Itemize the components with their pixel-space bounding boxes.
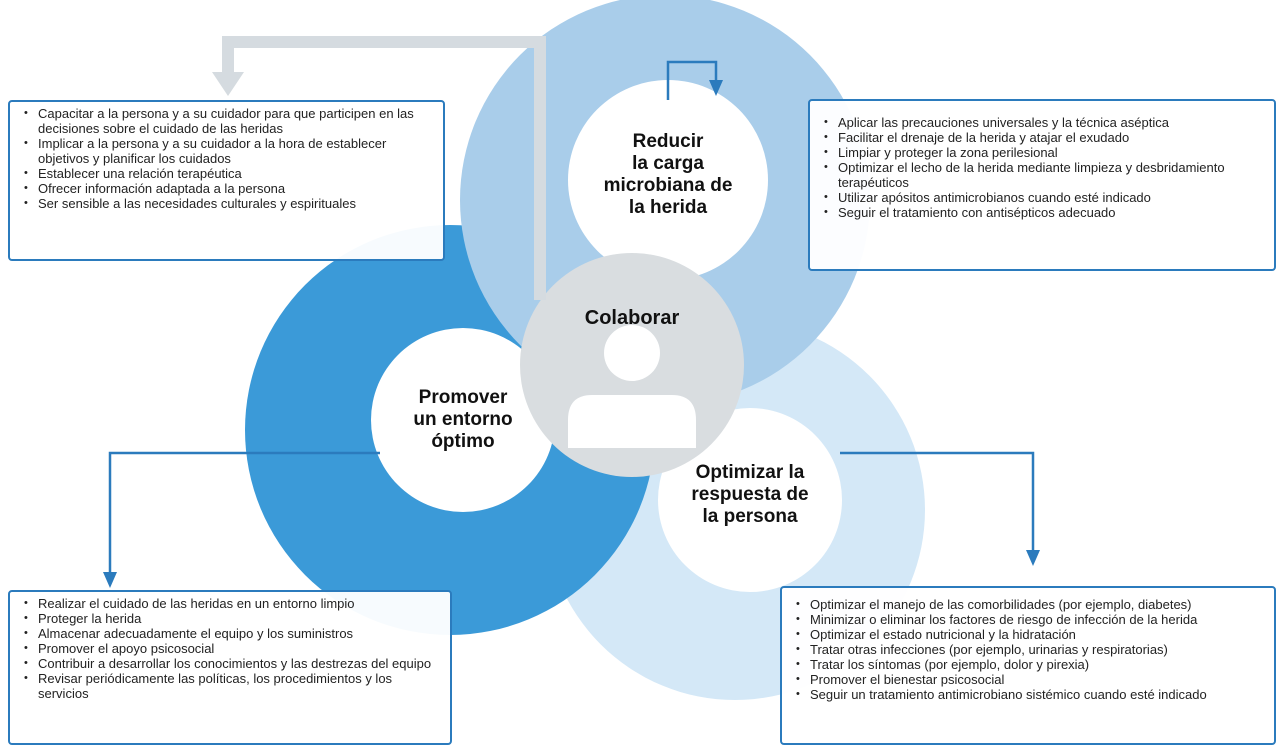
colaborar-action-list: Capacitar a la persona y a su cuidador p… [24, 106, 437, 211]
box-reducir-actions: Aplicar las precauciones universales y l… [808, 99, 1276, 271]
reducir-label-line: Reducir [632, 131, 704, 152]
promover-action-list: Realizar el cuidado de las heridas en un… [24, 596, 444, 701]
list-item: Facilitar el drenaje de la herida y ataj… [824, 130, 1268, 145]
optimizar-action-list: Optimizar el manejo de las comorbilidade… [796, 597, 1268, 702]
optimizar-inner-circle [658, 408, 842, 592]
promover-label: Promover un entorno óptimo [373, 387, 553, 453]
reducir-action-list: Aplicar las precauciones universales y l… [824, 115, 1268, 220]
list-item: Proteger la herida [24, 611, 444, 626]
reducir-label: Reducir la carga microbiana de la herida [578, 131, 758, 218]
reducir-label-line: la herida [628, 196, 708, 218]
promover-inner-circle [371, 328, 555, 512]
list-item: Seguir el tratamiento con antisépticos a… [824, 205, 1268, 220]
list-item: Aplicar las precauciones universales y l… [824, 115, 1268, 130]
arrow-optimizar-to-box [840, 451, 1040, 566]
list-item: Optimizar el estado nutricional y la hid… [796, 627, 1268, 642]
list-item: Optimizar el manejo de las comorbilidade… [796, 597, 1268, 612]
promover-label-line: óptimo [431, 430, 495, 452]
list-item: Revisar periódicamente las políticas, lo… [24, 671, 444, 701]
list-item: Implicar a la persona y a su cuidador a … [24, 136, 437, 166]
optimizar-label-line: Optimizar la [695, 462, 805, 483]
reducir-label-line: la carga [632, 152, 704, 174]
box-optimizar-actions: Optimizar el manejo de las comorbilidade… [780, 586, 1276, 745]
arrow-promover-to-box [103, 451, 380, 588]
person-icon [568, 325, 696, 448]
list-item: Promover el apoyo psicosocial [24, 641, 444, 656]
box-promover-actions: Realizar el cuidado de las heridas en un… [8, 590, 452, 745]
list-item: Limpiar y proteger la zona perilesional [824, 145, 1268, 160]
optimizar-label-line: la persona [702, 505, 798, 527]
arrow-reducir-to-box [666, 60, 723, 100]
feedback-arrow [212, 36, 546, 300]
list-item: Seguir un tratamiento antimicrobiano sis… [796, 687, 1268, 702]
list-item: Promover el bienestar psicosocial [796, 672, 1268, 687]
promover-label-line: Promover [418, 387, 508, 408]
list-item: Contribuir a desarrollar los conocimient… [24, 656, 444, 671]
list-item: Utilizar apósitos antimicrobianos cuando… [824, 190, 1268, 205]
list-item: Establecer una relación terapéutica [24, 166, 437, 181]
list-item: Capacitar a la persona y a su cuidador p… [24, 106, 437, 136]
list-item: Tratar otras infecciones (por ejemplo, u… [796, 642, 1268, 657]
promover-label-line: un entorno [413, 408, 513, 430]
colaborar-label-text: Colaborar [584, 307, 680, 329]
list-item: Ser sensible a las necesidades culturale… [24, 196, 437, 211]
reducir-label-line: microbiana de [603, 174, 733, 196]
list-item: Almacenar adecuadamente el equipo y los … [24, 626, 444, 641]
colaborar-label: Colaborar [552, 307, 712, 330]
list-item: Realizar el cuidado de las heridas en un… [24, 596, 444, 611]
list-item: Minimizar o eliminar los factores de rie… [796, 612, 1268, 627]
list-item: Tratar los síntomas (por ejemplo, dolor … [796, 657, 1268, 672]
list-item: Ofrecer información adaptada a la person… [24, 181, 437, 196]
optimizar-label-line: respuesta de [691, 483, 809, 505]
optimizar-label: Optimizar la respuesta de la persona [660, 462, 840, 528]
list-item: Optimizar el lecho de la herida mediante… [824, 160, 1268, 190]
reducir-inner-circle [568, 80, 768, 280]
box-colaborar-actions: Capacitar a la persona y a su cuidador p… [8, 100, 445, 261]
